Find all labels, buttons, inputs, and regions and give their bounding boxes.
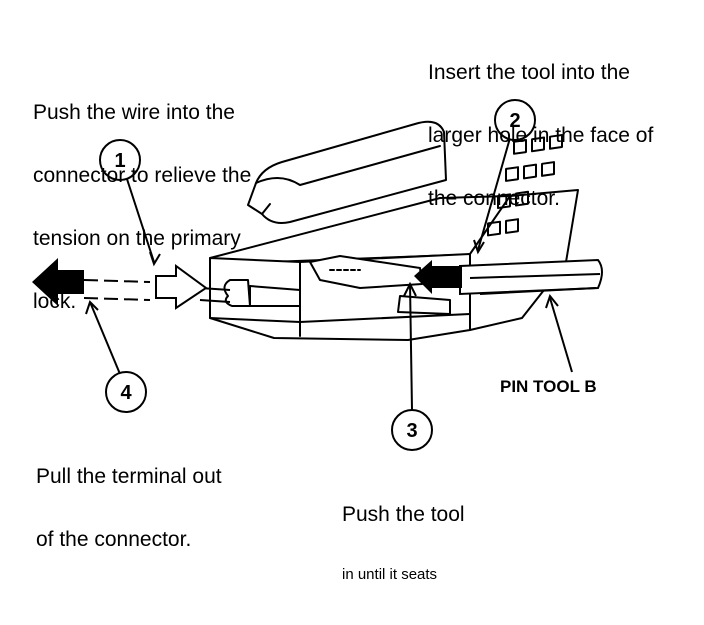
leader-tool [549,297,573,373]
diagram: 1 2 3 4 Push the wire into the connector… [32,61,654,582]
step-2-circle [494,99,536,141]
pull-arrow [32,258,84,306]
connector-illustration: 1 2 3 4 [32,99,603,451]
leader-4 [89,301,121,375]
tool-arrow [414,260,462,294]
step-3-text: Push the tool in until it seats [342,503,465,583]
connector-cavities [487,134,563,237]
leader-1 [125,175,155,263]
step-3-circle [391,409,433,451]
lever-top-face [255,145,441,186]
step-3-subtext: in until it seats [342,566,438,583]
tool-label: PIN TOOL B [500,377,597,396]
step-2-text: Insert the tool into the larger hole in … [428,61,654,210]
leader-3 [409,283,413,411]
step-1-text: Push the wire into the connector to reli… [33,101,252,313]
step-3-number: 3 [406,420,417,442]
step-4-circle [105,371,147,413]
push-arrow [155,264,208,310]
step-4-text: Pull the terminal out of the connector. [36,465,222,551]
step-1-circle [99,139,141,181]
wire [83,279,151,301]
pin-tool [459,258,603,296]
step-2-number: 2 [509,110,520,132]
step-4-number: 4 [120,382,132,404]
leader-2 [477,137,511,251]
step-1-number: 1 [114,150,125,172]
